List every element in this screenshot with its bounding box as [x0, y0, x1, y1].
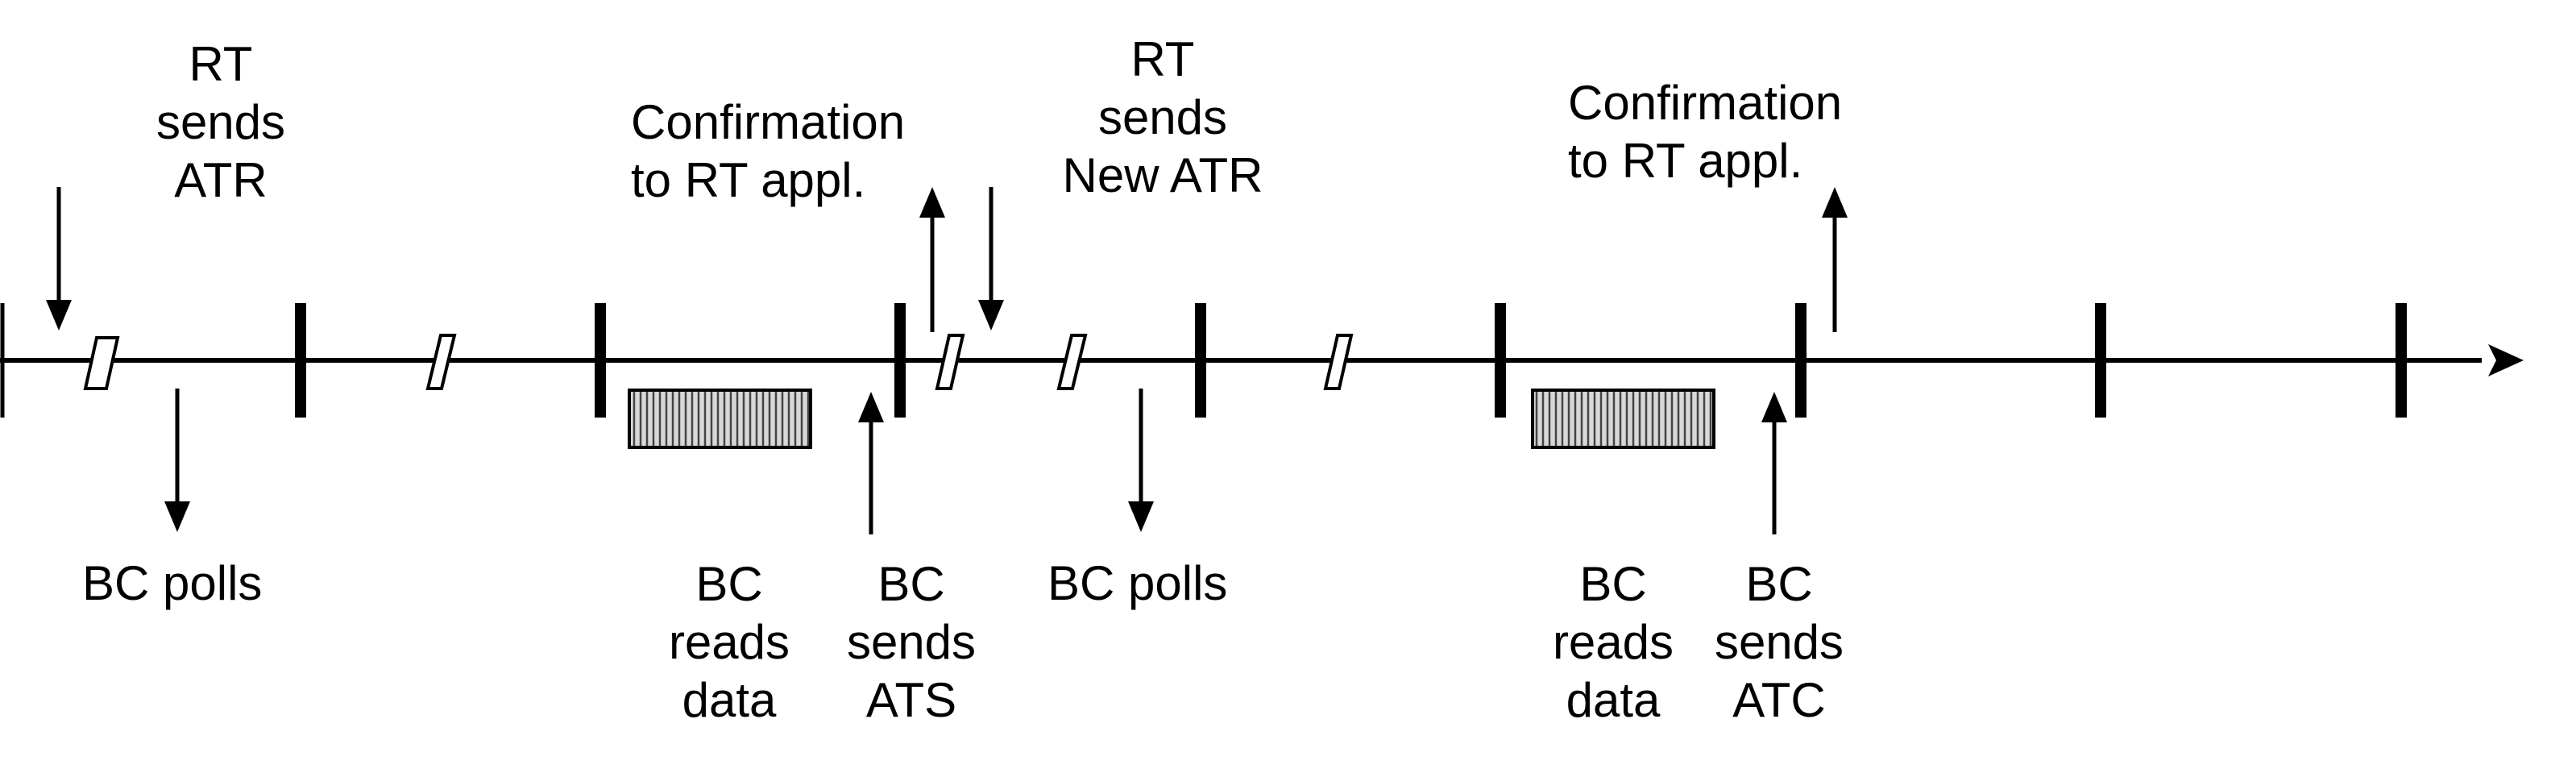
- data-boxes: [628, 389, 1715, 449]
- bc-polls-label: BC polls: [1047, 556, 1228, 610]
- bc-sends-atc-arrow: [1761, 392, 1787, 534]
- rt-sends-atr-label: RT sends ATR: [156, 37, 286, 207]
- break-markers: [83, 334, 1354, 390]
- slot-ticks: [295, 303, 2407, 418]
- confirmation-label: Confirmation to RT appl.: [631, 95, 906, 207]
- rt-sends-new-atr-arrow: [978, 187, 1004, 330]
- bc-polls-arrow: [164, 389, 190, 532]
- confirmation-arrow: [919, 187, 945, 332]
- bc-sends-ats-label: BC sends ATS: [846, 557, 977, 727]
- bc-polls-arrow: [1128, 389, 1154, 532]
- rt-sends-new-atr-label: RT sends New ATR: [1062, 32, 1263, 202]
- confirmation-arrow: [1822, 187, 1848, 332]
- bc-reads-data-label: BC reads data: [1552, 557, 1674, 727]
- break-marker: [935, 334, 965, 390]
- axis-arrowhead: [2488, 344, 2524, 376]
- rt-sends-atr-arrow: [46, 187, 72, 330]
- event-arrows: [46, 187, 1848, 534]
- break-marker: [1323, 334, 1354, 390]
- data-read-box: [1531, 389, 1715, 449]
- data-read-box: [628, 389, 812, 449]
- break-marker: [1056, 334, 1088, 390]
- break-marker: [425, 334, 457, 390]
- time-axis: [0, 344, 2524, 376]
- bc-sends-ats-arrow: [858, 392, 884, 534]
- break-marker: [83, 336, 120, 390]
- confirmation-label: Confirmation to RT appl.: [1568, 76, 1843, 188]
- bc-reads-data-label: BC reads data: [668, 557, 790, 727]
- bc-polls-label: BC polls: [82, 556, 263, 610]
- bc-sends-atc-label: BC sends ATC: [1714, 557, 1844, 727]
